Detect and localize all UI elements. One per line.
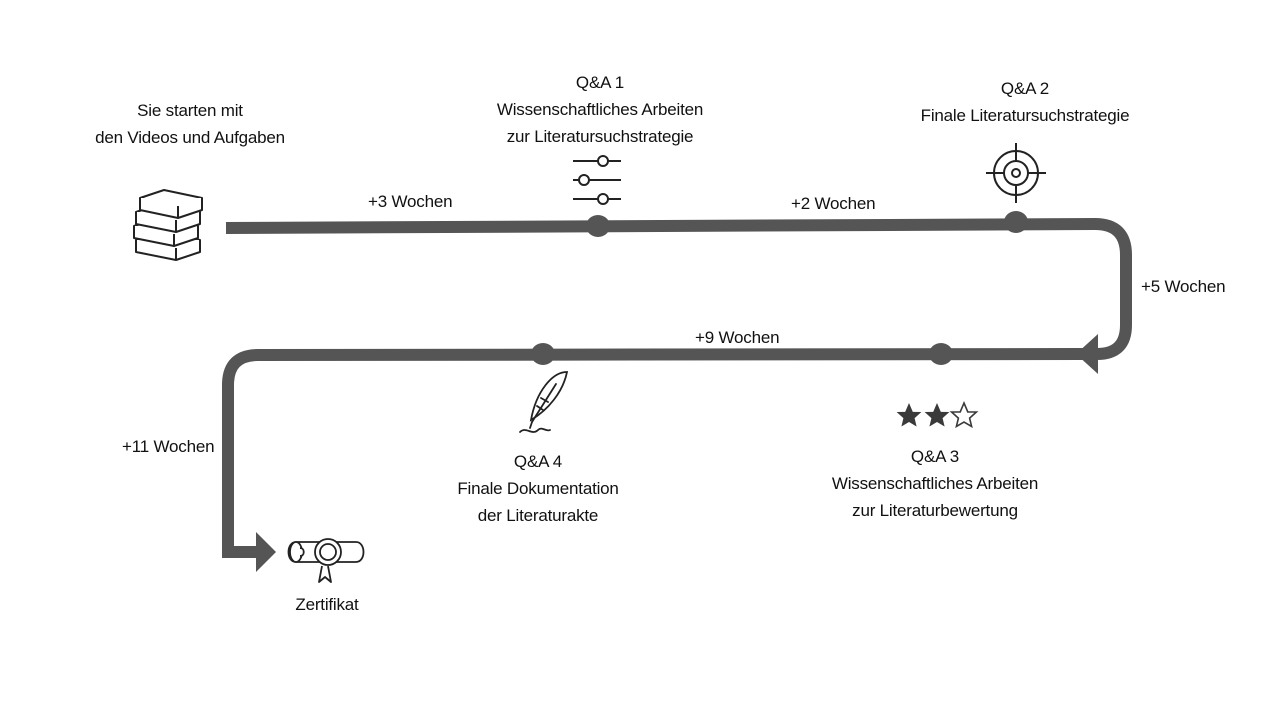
qa1-line-3: zur Literatursuchstrategie [506, 127, 694, 146]
milestone-dot-qa4 [531, 343, 555, 365]
duration-2: +2 Wochen [791, 194, 876, 213]
qa3-title: Q&A 3 [910, 447, 960, 466]
qa1-label: Q&A 1 Wissenschaftliches Arbeiten zur Li… [480, 69, 720, 150]
qa4-label: Q&A 4 Finale Dokumentation der Literatur… [418, 448, 658, 529]
books-icon [133, 189, 203, 261]
stars-icon [896, 400, 979, 429]
qa3-label: Q&A 3 Wissenschaftliches Arbeiten zur Li… [815, 443, 1055, 524]
star-filled [896, 403, 922, 427]
qa3-line-2: Wissenschaftliches Arbeiten [831, 474, 1039, 493]
timeline-track [225, 217, 1132, 360]
milestone-dot-qa1 [586, 215, 610, 237]
star-empty [949, 400, 979, 429]
qa4-line-2: Finale Dokumentation [457, 479, 619, 498]
target-icon [986, 143, 1046, 203]
qa4-line-3: der Literaturakte [477, 506, 599, 525]
end-label: Zertifikat [267, 591, 387, 618]
start-label: Sie starten mit den Videos und Aufgaben [90, 97, 290, 151]
duration-1: +3 Wochen [368, 192, 453, 211]
arrowhead-right [256, 532, 276, 572]
start-label-line-1: Sie starten mit [137, 101, 243, 120]
qa2-line-2: Finale Literatursuchstrategie [920, 106, 1130, 125]
certificate-label: Zertifikat [295, 595, 359, 614]
qa3-line-3: zur Literaturbewertung [852, 501, 1018, 520]
sliders-icon [573, 155, 621, 205]
qa4-title: Q&A 4 [513, 452, 563, 471]
star-filled [924, 403, 950, 427]
qa1-line-2: Wissenschaftliches Arbeiten [496, 100, 704, 119]
qa1-title: Q&A 1 [575, 73, 625, 92]
quill-icon [519, 371, 569, 433]
duration-5: +11 Wochen [122, 437, 215, 456]
duration-3: +5 Wochen [1141, 277, 1226, 296]
qa2-title: Q&A 2 [1000, 79, 1050, 98]
timeline-track-lower [222, 348, 1079, 558]
milestone-dot-qa3 [929, 343, 953, 365]
duration-4: +9 Wochen [695, 328, 780, 347]
qa2-label: Q&A 2 Finale Literatursuchstrategie [905, 75, 1145, 129]
certificate-icon [287, 538, 365, 583]
milestone-dot-qa2 [1004, 211, 1028, 233]
arrowhead-left [1076, 334, 1098, 374]
start-label-line-2: den Videos und Aufgaben [95, 128, 285, 147]
